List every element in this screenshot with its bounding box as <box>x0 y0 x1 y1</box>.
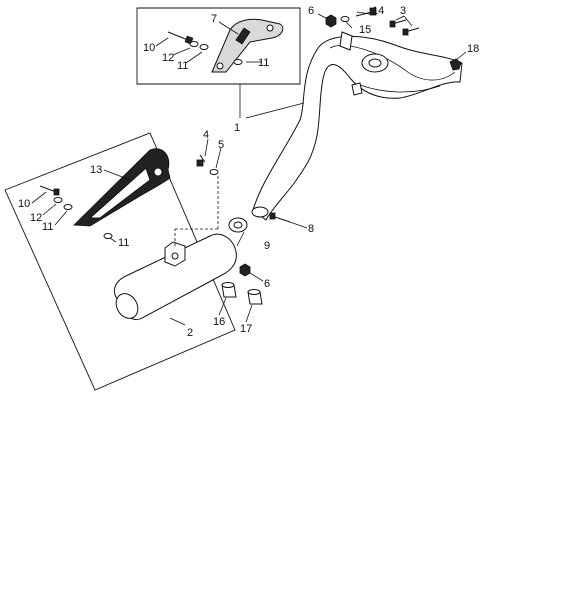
rear-bracket <box>211 18 284 73</box>
exhaust-pipe <box>251 31 463 221</box>
callout-5: 5 <box>218 139 224 151</box>
callout-1: 1 <box>234 122 240 134</box>
callout-6-lower: 6 <box>264 278 270 290</box>
pipe-mount-tab <box>339 31 353 51</box>
callout-10-lower: 10 <box>18 198 30 210</box>
callout-16: 16 <box>213 316 225 328</box>
lower-inset-frame <box>4 132 236 391</box>
callout-10-upper: 10 <box>143 42 155 54</box>
callout-15: 15 <box>359 24 371 36</box>
callout-18: 18 <box>467 43 479 55</box>
muffler <box>113 175 237 320</box>
callout-3: 3 <box>400 5 406 17</box>
callout-6-top: 6 <box>308 5 314 17</box>
callout-12-lower: 12 <box>30 212 42 224</box>
callout-12-upper: 12 <box>162 52 174 64</box>
upper-inset-frame <box>136 7 301 85</box>
callout-11-upper-left: 11 <box>177 60 188 72</box>
callout-labels: 1 2 3 4 5 6 6 7 8 9 10 10 11 11 11 11 12… <box>18 5 479 339</box>
callout-14: 14 <box>372 5 384 17</box>
callout-9: 9 <box>264 240 270 252</box>
callout-17: 17 <box>240 323 252 335</box>
callout-11-lower-right: 11 <box>118 237 129 249</box>
callout-2: 2 <box>187 327 193 339</box>
callout-11-lower-left: 11 <box>42 221 53 233</box>
callout-4: 4 <box>203 129 209 141</box>
callout-8: 8 <box>308 223 314 235</box>
callout-11-upper-right: 11 <box>258 57 269 69</box>
leader-lines <box>31 11 467 326</box>
top-hardware <box>325 7 462 71</box>
lower-fasteners <box>39 185 113 239</box>
upper-fasteners <box>167 31 243 65</box>
callout-7: 7 <box>211 13 217 25</box>
pipe-spring <box>449 58 462 71</box>
heat-shield <box>73 148 171 227</box>
callout-13: 13 <box>90 164 102 176</box>
mid-hardware <box>196 154 291 305</box>
